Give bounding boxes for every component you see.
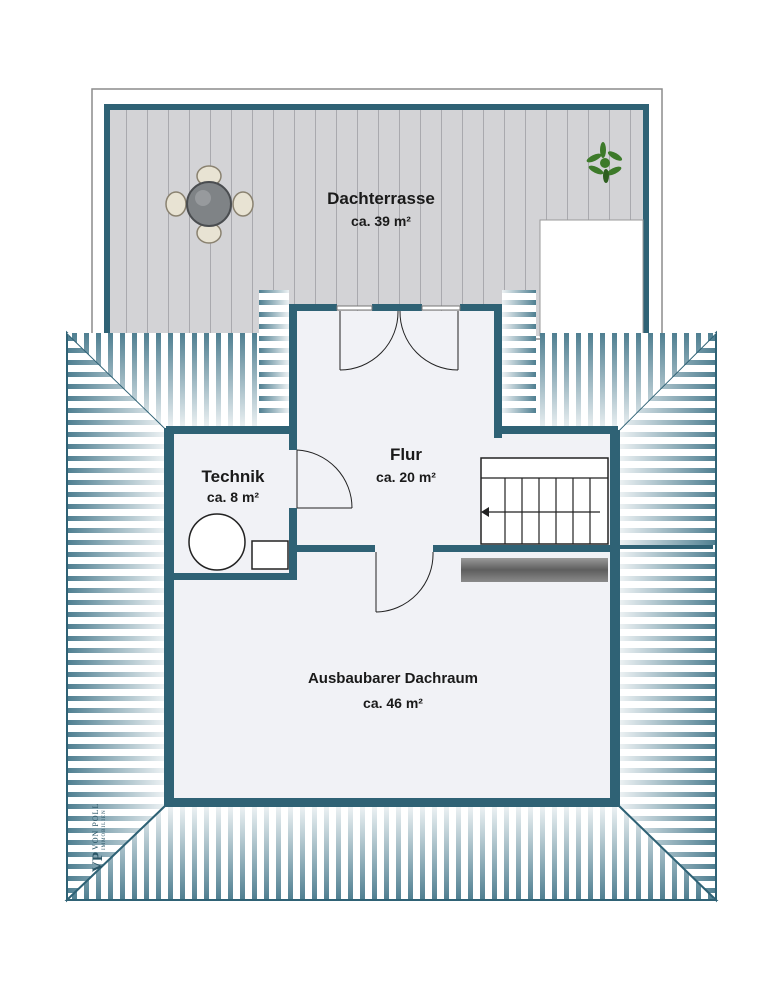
roof-left	[66, 330, 166, 903]
terrace-door	[336, 305, 461, 371]
label-terrace: Dachterrasse ca. 39 m²	[327, 189, 435, 229]
terrace-area-text: ca. 39 m²	[351, 213, 411, 229]
roof-bottom	[64, 805, 719, 901]
technik-door	[296, 449, 353, 509]
terrace-name: Dachterrasse	[327, 189, 435, 208]
flur-area-text: ca. 20 m²	[376, 469, 436, 485]
table-with-chairs-icon	[165, 165, 254, 244]
flur-name: Flur	[390, 445, 422, 464]
stairs-icon	[480, 457, 609, 545]
logo-monogram: VP	[90, 852, 106, 872]
ceiling-beam	[461, 558, 608, 582]
potted-plant-icon	[586, 142, 623, 183]
dachraum-door	[375, 551, 434, 613]
label-dachraum: Ausbaubarer Dachraum ca. 46 m²	[308, 670, 478, 711]
logo-name: VON POLL	[91, 803, 100, 850]
technik-area-text: ca. 8 m²	[207, 489, 259, 505]
walls	[166, 304, 713, 806]
label-technik: Technik ca. 8 m²	[202, 467, 266, 505]
logo-sub: IMMOBILIEN	[102, 809, 107, 850]
roof-top	[67, 290, 716, 430]
brand-logo: VP VON POLL IMMOBILIEN	[90, 803, 107, 872]
heating-unit	[251, 540, 289, 570]
terrace-area	[91, 88, 663, 340]
dachraum-area-text: ca. 46 m²	[363, 695, 423, 711]
water-tank-icon	[188, 513, 246, 571]
roof-right	[618, 330, 717, 903]
dachraum-name: Ausbaubarer Dachraum	[308, 670, 478, 687]
technik-name: Technik	[202, 467, 266, 486]
label-flur: Flur ca. 20 m²	[376, 445, 436, 485]
